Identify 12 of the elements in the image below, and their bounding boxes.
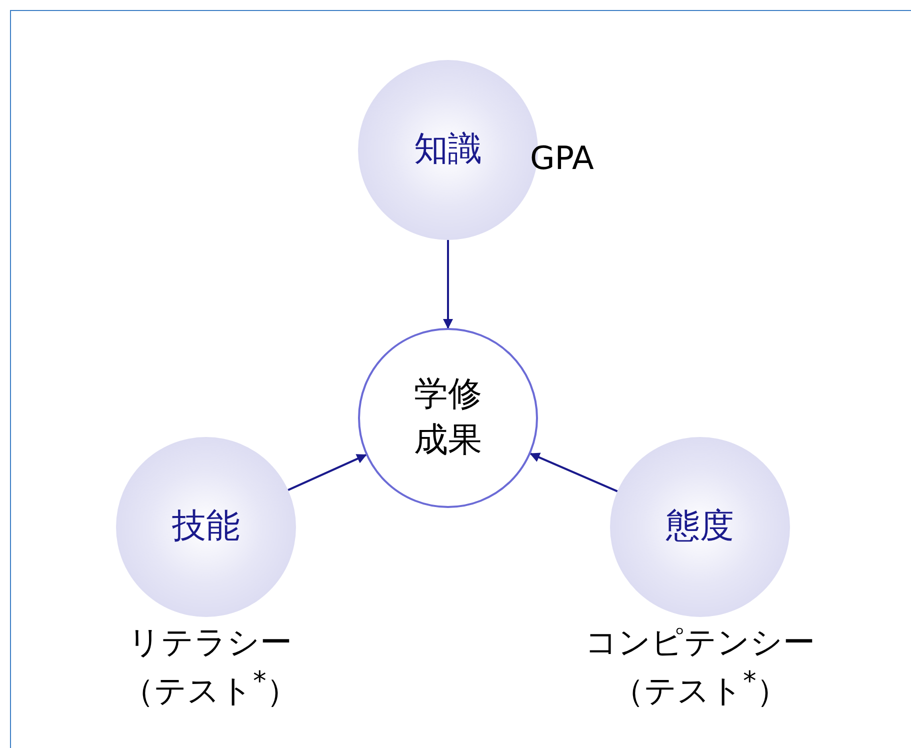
arrow — [443, 240, 453, 329]
arrow — [530, 452, 618, 492]
arrow — [288, 454, 367, 491]
caption-text: コンピテンシー — [585, 623, 815, 662]
caption-text: リテラシー — [128, 623, 292, 662]
caption-text: GPA — [530, 139, 594, 178]
node-label: 態度 — [666, 505, 734, 548]
caption-text: （テスト$^{*}$） — [122, 666, 298, 710]
node-label: 技能 — [172, 505, 240, 548]
caption-text: （テスト$^{*}$） — [612, 666, 788, 710]
node-label: 知識 — [414, 128, 482, 172]
node-label: 学修成果 — [412, 373, 483, 462]
